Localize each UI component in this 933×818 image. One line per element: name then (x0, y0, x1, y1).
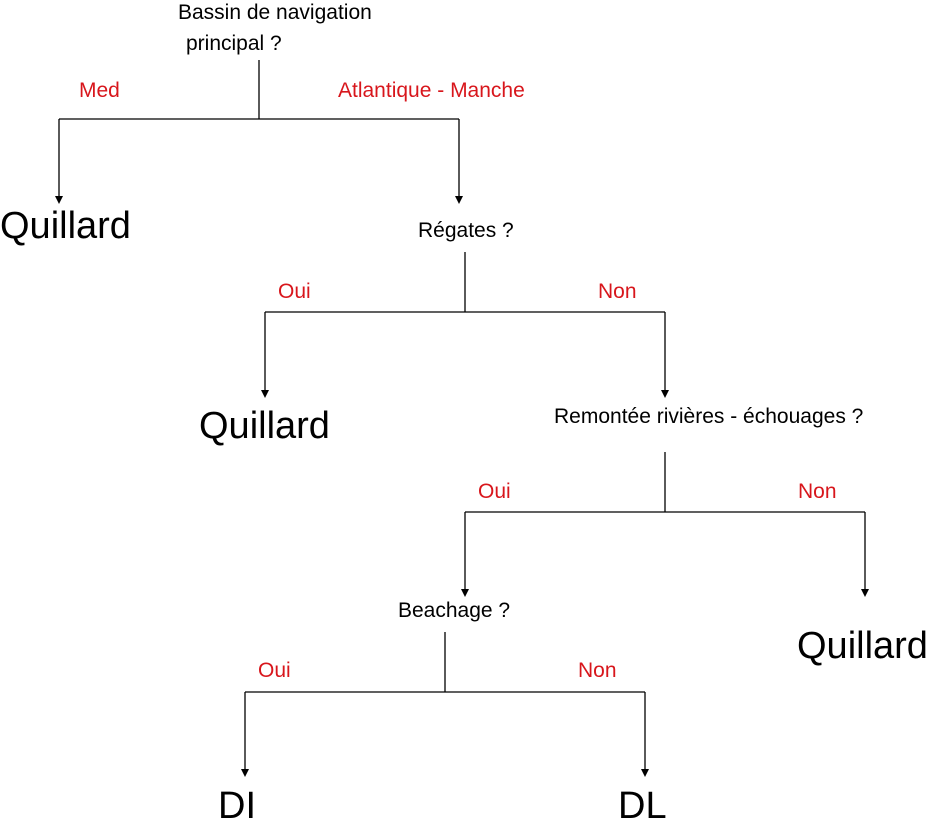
leaf-di: DI (218, 785, 256, 818)
leaf-quillard-remontee: Quillard (797, 625, 928, 667)
edge-label-med: Med (79, 79, 120, 102)
question-remontee: Remontée rivières - échouages ? (554, 405, 863, 428)
root-connector (55, 60, 463, 204)
arrowhead (55, 196, 63, 204)
arrowhead (641, 769, 649, 777)
arrowhead (261, 390, 269, 398)
edge-label-beachage-non: Non (578, 659, 617, 682)
question-beachage: Beachage ? (398, 599, 510, 622)
root-question-line2: principal ? (186, 32, 282, 55)
regates-connector (261, 252, 669, 398)
arrowhead (455, 196, 463, 204)
question-regates: Régates ? (418, 219, 514, 242)
arrowhead (461, 589, 469, 597)
leaf-quillard-regates: Quillard (199, 405, 330, 447)
remontee-connector (461, 452, 869, 597)
edge-label-remontee-non: Non (798, 480, 837, 503)
edge-label-regates-oui: Oui (278, 280, 311, 303)
arrowhead (861, 589, 869, 597)
arrowhead (661, 390, 669, 398)
arrowhead (241, 769, 249, 777)
edge-label-remontee-oui: Oui (478, 480, 511, 503)
leaf-quillard-med: Quillard (0, 205, 131, 247)
edge-label-beachage-oui: Oui (258, 659, 291, 682)
root-question-line1: Bassin de navigation (178, 1, 372, 24)
leaf-dl: DL (618, 785, 667, 818)
edge-label-regates-non: Non (598, 280, 637, 303)
beachage-connector (241, 632, 649, 777)
edge-label-atlantique-manche: Atlantique - Manche (338, 79, 525, 102)
